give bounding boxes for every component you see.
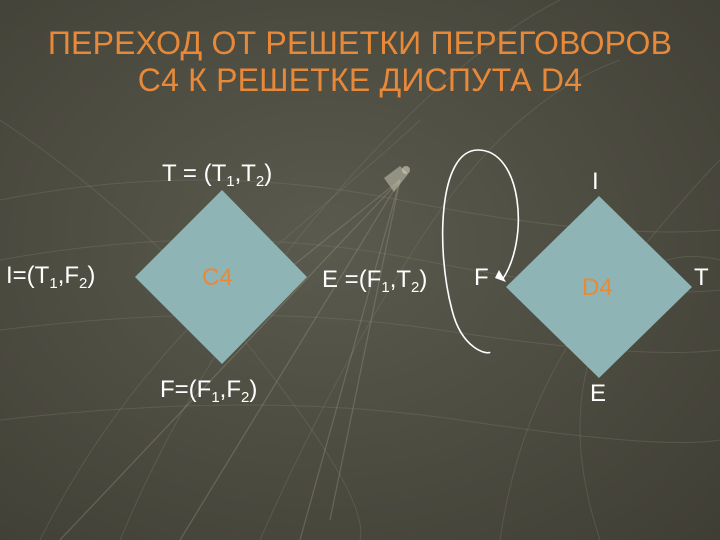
flip-arrow: [441, 149, 520, 354]
page-title-line-1: ПЕРЕХОД ОТ РЕШЕТКИ ПЕРЕГОВОРОВ: [47, 25, 673, 61]
c4-top-label: T = (T1,T2): [162, 160, 273, 190]
arrowhead-icon: [495, 270, 506, 282]
d4-left-label: F: [474, 264, 489, 291]
c4-name: C4: [202, 264, 233, 291]
d4-name: D4: [582, 274, 613, 301]
d4-top-label: I: [592, 168, 599, 195]
d4-right-label: T: [694, 264, 709, 291]
pin-decoration: [384, 166, 410, 192]
c4-left-label: I=(T1,F2): [6, 262, 96, 292]
c4-diamond: [135, 190, 307, 364]
c4-bottom-label: F=(F1,F2): [160, 376, 258, 406]
c4-right-label: E =(F1,T2): [322, 266, 428, 296]
d4-bottom-label: E: [590, 380, 607, 407]
d4-diamond: [506, 196, 692, 378]
page-title-line-2: С4 К РЕШЕТКЕ ДИСПУТА D4: [137, 62, 583, 98]
flip-arrow-curve: [441, 149, 520, 354]
